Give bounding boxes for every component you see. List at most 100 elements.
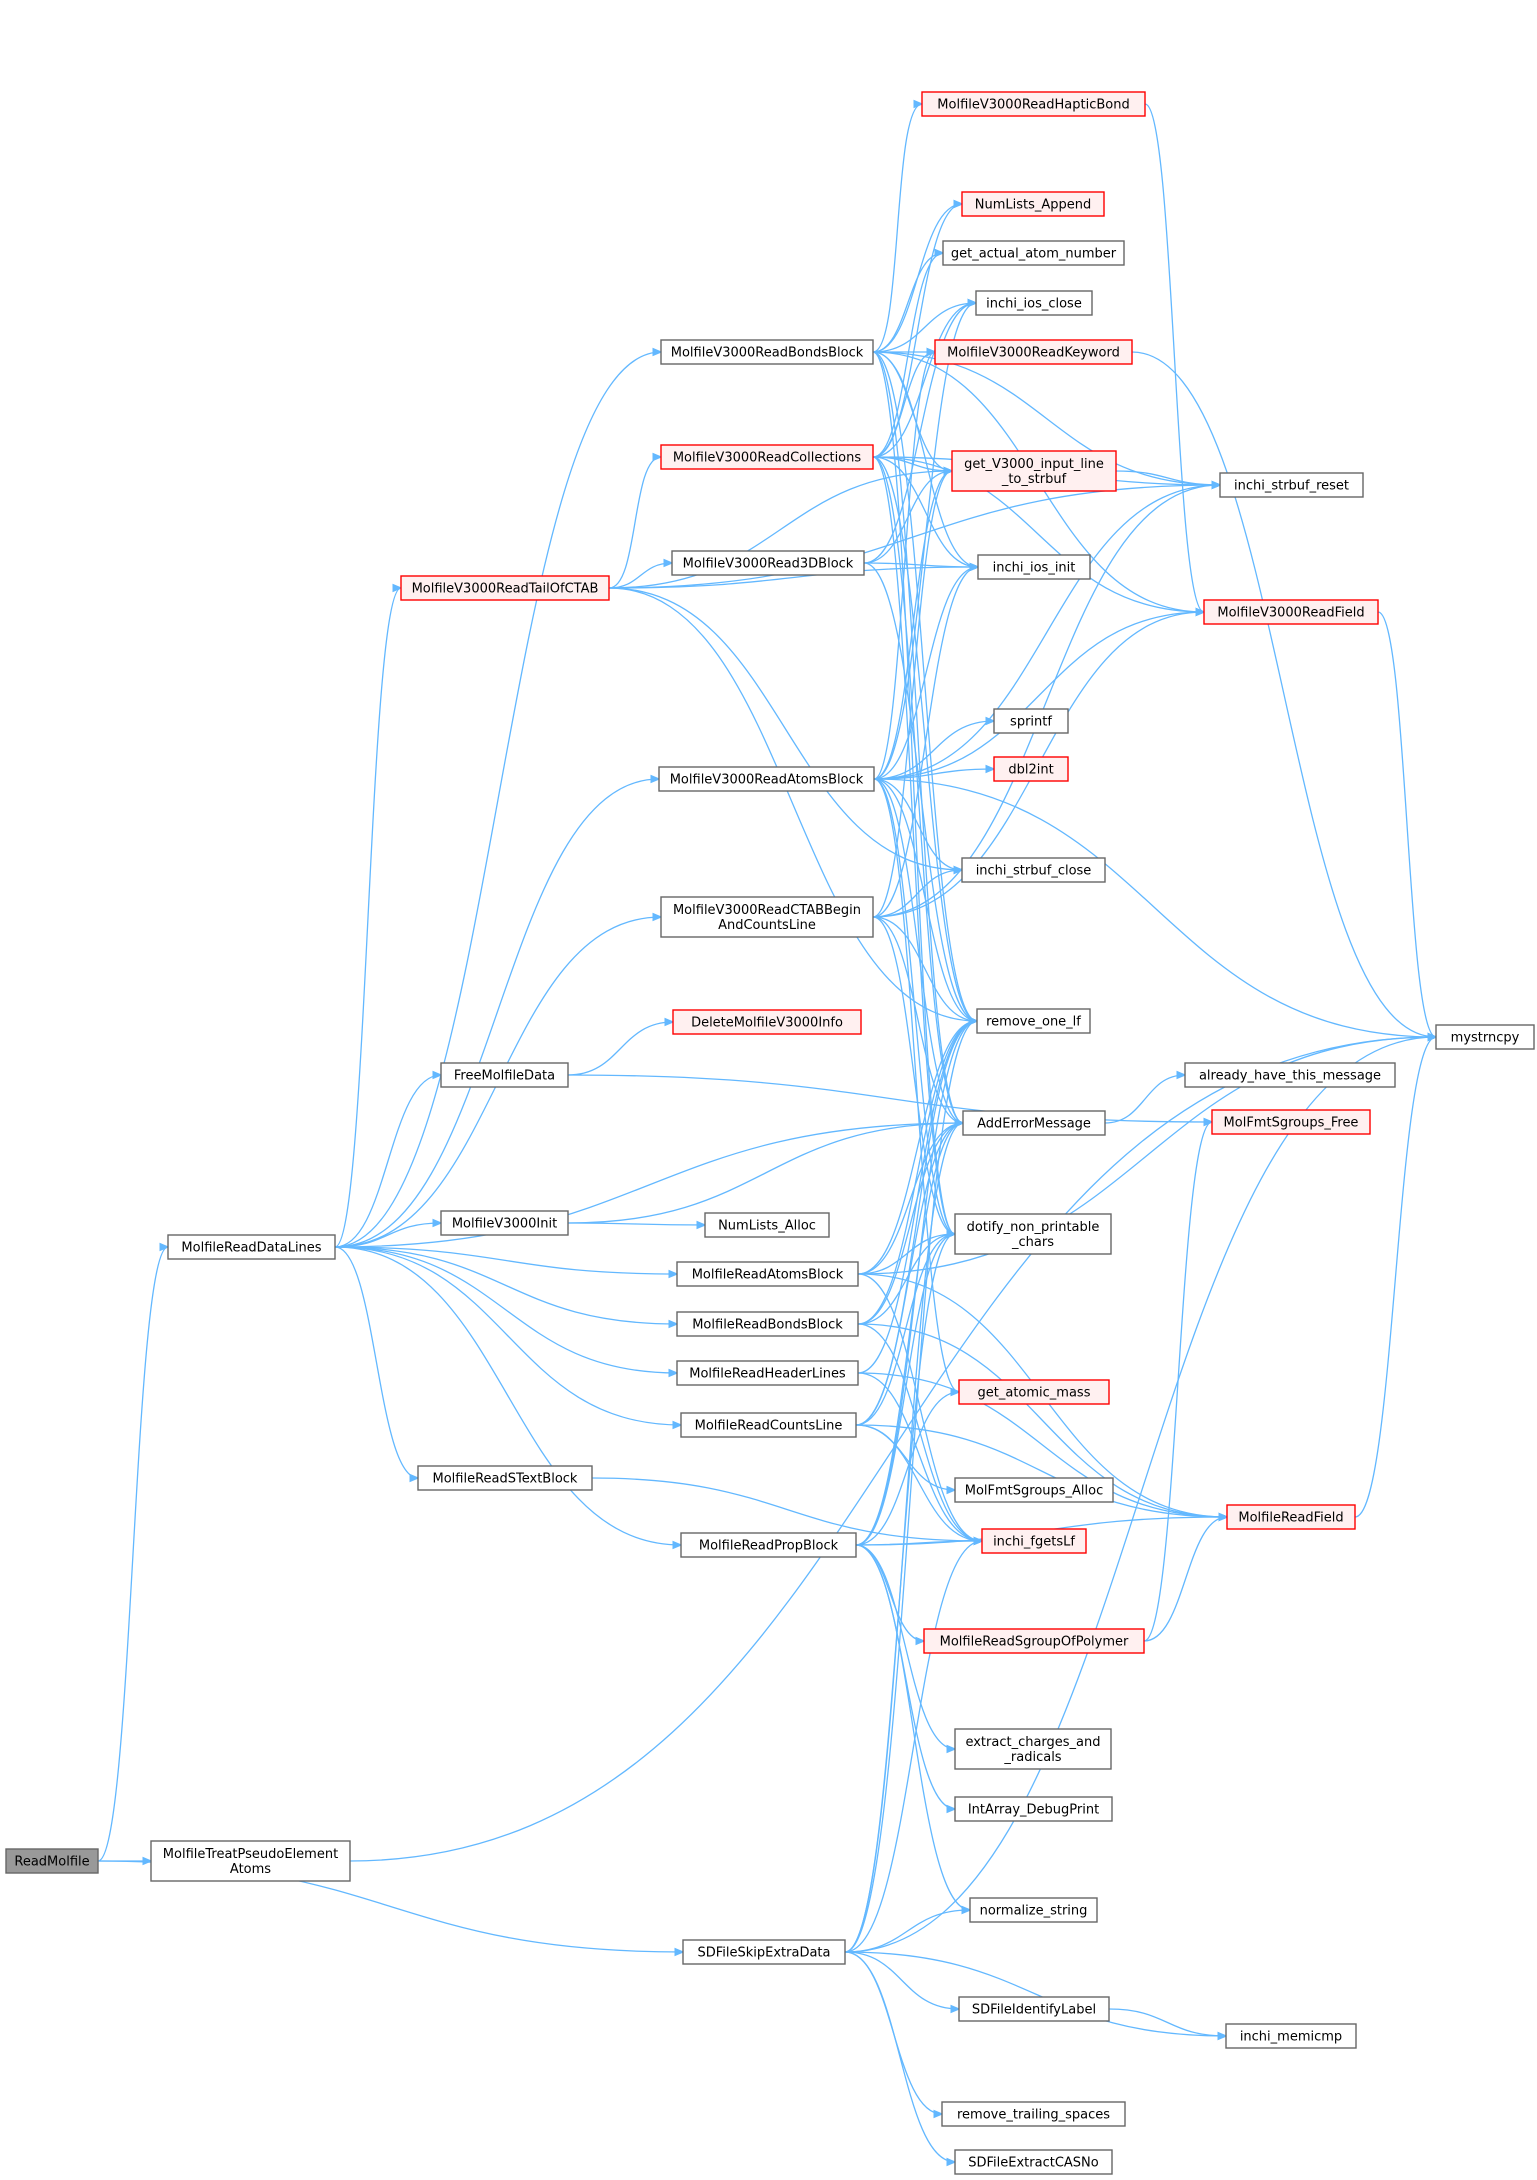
edge-molfile-read-atoms-block-to-remove-one-lf (857, 1021, 977, 1275)
node-inchi-ios-close[interactable]: inchi_ios_close (975, 290, 1093, 316)
node-molfile-read-data-lines[interactable]: MolfileReadDataLines (167, 1234, 336, 1260)
node-box (5, 1848, 99, 1874)
edge-molfile-read-counts-line-to-dotify-non-printable-chars (855, 1234, 955, 1426)
node-inchi-strbuf-close[interactable]: inchi_strbuf_close (961, 857, 1106, 883)
node-get-v3000-input-line-to-strbuf[interactable]: get_V3000_input_line_to_strbuf (951, 450, 1117, 492)
node-dbl2int[interactable]: dbl2int (993, 756, 1069, 782)
node-sdfile-extract-casno[interactable]: SDFileExtractCASNo (954, 2149, 1113, 2175)
node-remove-trailing-spaces[interactable]: remove_trailing_spaces (941, 2101, 1126, 2127)
edge-molfile-read-header-lines-to-inchi-fgets-lf (857, 1372, 982, 1541)
node-mystrncpy[interactable]: mystrncpy (1435, 1024, 1535, 1050)
edge-molfile-v3000-read-atoms-block-to-get-atomic-mass (873, 778, 959, 1392)
node-label: MolfileV3000Init (452, 1217, 557, 1232)
node-label: ReadMolfile (14, 1855, 89, 1870)
node-molfile-v3000-read-keyword[interactable]: MolfileV3000ReadKeyword (934, 339, 1133, 365)
node-label: dbl2int (1008, 763, 1053, 778)
node-label: MolfileV3000ReadKeyword (947, 346, 1120, 361)
node-label: inchi_ios_close (986, 297, 1082, 312)
node-inchi-strbuf-reset[interactable]: inchi_strbuf_reset (1219, 472, 1364, 498)
node-dotify-non-printable-chars[interactable]: dotify_non_printable_chars (954, 1213, 1112, 1255)
node-molfile-v3000-read-atoms-block[interactable]: MolfileV3000ReadAtomsBlock (658, 766, 875, 792)
edge-molfile-v3000-read-bonds-block-to-inchi-ios-close (872, 303, 976, 353)
node-sdfile-skip-extra-data[interactable]: SDFileSkipExtraData (682, 1939, 846, 1965)
node-read-molfile[interactable]: ReadMolfile (5, 1848, 99, 1874)
node-molfile-v3000-read3-dblock[interactable]: MolfileV3000Read3DBlock (671, 550, 865, 576)
edge-molfile-v3000-read-keyword-to-mystrncpy (1131, 351, 1436, 1037)
edge-molfile-read-field-to-mystrncpy (1354, 1037, 1436, 1518)
edge-free-molfile-data-to-mol-fmt-sgroups-free (567, 1074, 1212, 1122)
edge-molfile-v3000-read-atoms-block-to-molfile-v3000-read-keyword (873, 352, 935, 780)
node-box (961, 191, 1105, 217)
node-label: MolfileV3000ReadCollections (673, 451, 862, 466)
node-label: SDFileSkipExtraData (697, 1946, 830, 1961)
node-label: dotify_non_printable (967, 1220, 1100, 1235)
edge-molfile-read-header-lines-to-remove-one-lf (857, 1021, 977, 1374)
node-box (941, 2101, 1126, 2127)
node-already-have-this-message[interactable]: already_have_this_message (1184, 1062, 1396, 1088)
node-get-actual-atom-number[interactable]: get_actual_atom_number (942, 240, 1125, 266)
node-molfile-v3000-read-field[interactable]: MolfileV3000ReadField (1203, 599, 1379, 625)
edge-molfile-read-stext-block-to-inchi-fgets-lf (591, 1477, 982, 1541)
edge-molfile-v3000-read-bonds-block-to-inchi-ios-init (872, 351, 978, 567)
node-inchi-ios-init[interactable]: inchi_ios_init (977, 554, 1091, 580)
edge-sdfile-skip-extra-data-to-dotify-non-printable-chars (844, 1234, 955, 1953)
node-molfile-read-counts-line[interactable]: MolfileReadCountsLine (680, 1412, 857, 1438)
edge-molfile-v3000-read-tail-of-ctab-to-get-v3000-input-line-to-strbuf (608, 471, 952, 589)
node-label: MolfileV3000ReadBondsBlock (671, 346, 864, 361)
node-label: AndCountsLine (718, 918, 816, 933)
node-molfile-read-stext-block[interactable]: MolfileReadSTextBlock (417, 1465, 593, 1491)
node-get-atomic-mass[interactable]: get_atomic_mass (958, 1379, 1110, 1405)
node-molfile-v3000-read-tail-of-ctab[interactable]: MolfileV3000ReadTailOfCTAB (400, 575, 610, 601)
node-molfile-v3000-init[interactable]: MolfileV3000Init (440, 1210, 569, 1236)
node-molfile-read-prop-block[interactable]: MolfileReadPropBlock (680, 1532, 857, 1558)
node-box (682, 1939, 846, 1965)
node-molfile-read-bonds-block[interactable]: MolfileReadBondsBlock (676, 1311, 859, 1337)
node-inchi-fgets-lf[interactable]: inchi_fgetsLf (981, 1528, 1087, 1554)
node-add-error-message[interactable]: AddErrorMessage (962, 1110, 1106, 1136)
edge-molfile-read-prop-block-to-add-error-message (855, 1123, 963, 1546)
node-box (993, 708, 1069, 734)
node-label: MolfileReadHeaderLines (689, 1367, 846, 1382)
node-delete-molfile-v3000-info[interactable]: DeleteMolfileV3000Info (672, 1009, 862, 1035)
node-molfile-read-sgroup-of-polymer[interactable]: MolfileReadSgroupOfPolymer (923, 1628, 1145, 1654)
edge-sdfile-skip-extra-data-to-mystrncpy (844, 1037, 1436, 1953)
node-molfile-read-atoms-block[interactable]: MolfileReadAtomsBlock (676, 1261, 859, 1287)
node-molfile-read-header-lines[interactable]: MolfileReadHeaderLines (676, 1360, 859, 1386)
node-int-array-debug-print[interactable]: IntArray_DebugPrint (954, 1796, 1113, 1822)
edge-molfile-read-counts-line-to-mol-fmt-sgroups-alloc (855, 1424, 955, 1490)
node-box (977, 554, 1091, 580)
node-sprintf[interactable]: sprintf (993, 708, 1069, 734)
node-mol-fmt-sgroups-alloc[interactable]: MolFmtSgroups_Alloc (954, 1477, 1114, 1503)
edge-molfile-read-data-lines-to-molfile-v3000-read-tail-of-ctab (334, 588, 401, 1248)
node-normalize-string[interactable]: normalize_string (969, 1897, 1098, 1923)
node-box (1225, 2023, 1357, 2049)
node-box (954, 1796, 1113, 1822)
node-remove-one-lf[interactable]: remove_one_lf (976, 1008, 1091, 1034)
edge-molfile-read-prop-block-to-int-array-debug-print (855, 1544, 955, 1809)
node-label: MolfileReadSTextBlock (433, 1472, 578, 1487)
edge-molfile-read-atoms-block-to-mystrncpy (857, 1037, 1436, 1275)
node-molfile-read-field[interactable]: MolfileReadField (1226, 1504, 1356, 1530)
node-num-lists-alloc[interactable]: NumLists_Alloc (704, 1212, 830, 1238)
edge-molfile-v3000-read-collections-to-remove-one-lf (872, 456, 977, 1021)
edge-molfile-read-prop-block-to-dotify-non-printable-chars (855, 1234, 955, 1546)
node-molfile-v3000-read-collections[interactable]: MolfileV3000ReadCollections (660, 444, 874, 470)
node-num-lists-append[interactable]: NumLists_Append (961, 191, 1105, 217)
edge-molfile-v3000-read-collections-to-inchi-ios-close (872, 303, 976, 458)
node-inchi-memicmp[interactable]: inchi_memicmp (1225, 2023, 1357, 2049)
node-box (962, 1110, 1106, 1136)
edge-molfile-v3000-read-tail-of-ctab-to-inchi-ios-init (608, 567, 978, 589)
node-label: MolfileReadAtomsBlock (692, 1268, 844, 1283)
node-molfile-v3000-read-haptic-bond[interactable]: MolfileV3000ReadHapticBond (921, 91, 1146, 117)
node-extract-charges-and-radicals[interactable]: extract_charges_and_radicals (954, 1728, 1112, 1770)
edge-molfile-v3000-read-field-to-mystrncpy (1377, 611, 1436, 1037)
node-sdfile-identify-label[interactable]: SDFileIdentifyLabel (958, 1996, 1110, 2022)
node-mol-fmt-sgroups-free[interactable]: MolFmtSgroups_Free (1211, 1109, 1371, 1135)
node-free-molfile-data[interactable]: FreeMolfileData (440, 1062, 569, 1088)
node-label: _chars (1011, 1235, 1054, 1250)
node-box (660, 444, 874, 470)
edge-sdfile-skip-extra-data-to-sdfile-identify-label (844, 1951, 959, 2009)
node-molfile-v3000-read-bonds-block[interactable]: MolfileV3000ReadBondsBlock (660, 339, 874, 365)
